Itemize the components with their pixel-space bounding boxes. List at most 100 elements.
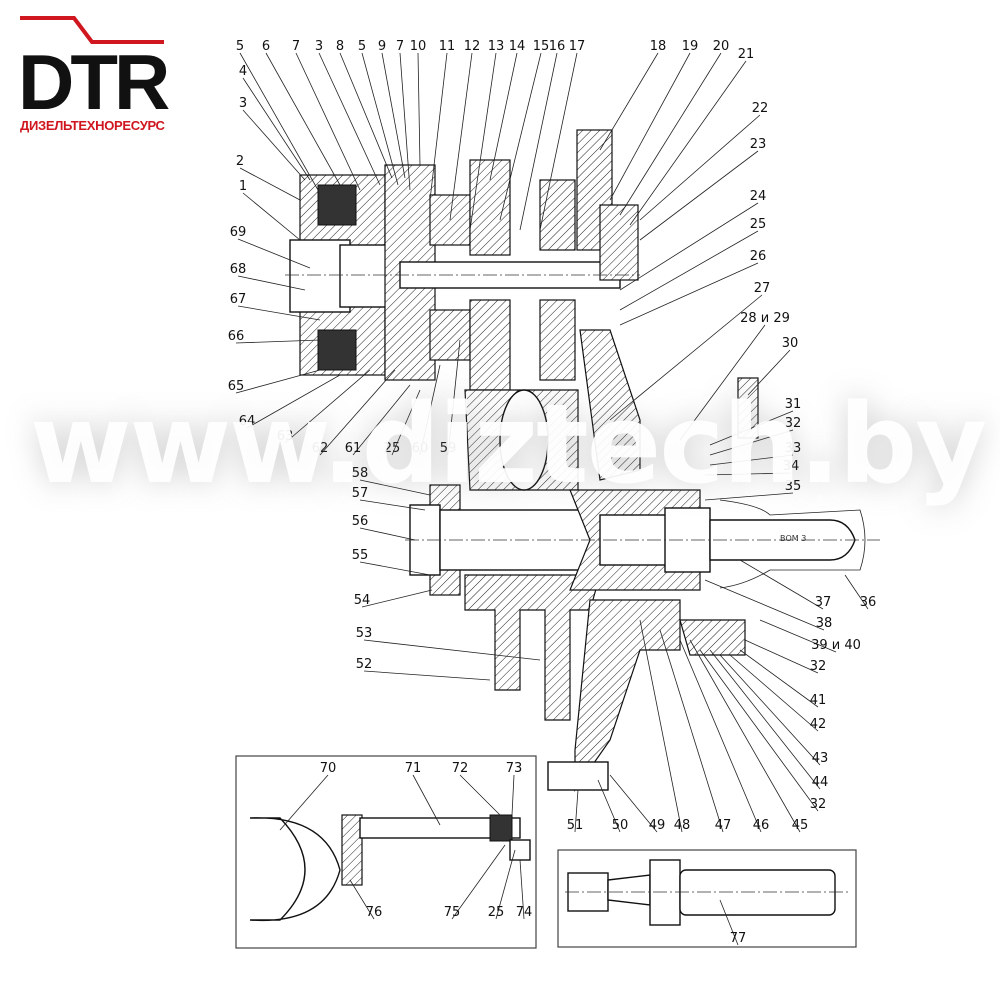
callout-label: 19: [682, 39, 699, 54]
leader-line: [619, 52, 722, 216]
leader-line: [699, 649, 819, 812]
leader-line: [609, 774, 658, 833]
callout-label: 61: [345, 441, 362, 456]
leader-line: [363, 639, 541, 661]
leader-line: [639, 114, 761, 221]
leader-line: [639, 150, 759, 241]
leader-line: [519, 859, 525, 920]
callout-label: 31: [785, 397, 802, 412]
leader-line: [265, 52, 341, 186]
leader-line: [237, 275, 306, 291]
callout-label: 4: [239, 64, 247, 79]
callout-label: 44: [812, 775, 829, 790]
leader-line: [574, 789, 579, 833]
callout-label: 7: [396, 39, 404, 54]
leader-line: [619, 262, 759, 326]
leader-line: [295, 52, 361, 191]
leader-line: [639, 619, 683, 833]
callout-label: 76: [366, 905, 383, 920]
leader-line: [729, 654, 819, 732]
callout-label: 35: [785, 479, 802, 494]
leader-line: [449, 52, 473, 221]
leader-line: [246, 374, 341, 429]
callout-label: 22: [752, 101, 769, 116]
callout-label: 64: [239, 414, 256, 429]
logo-brand: DTR: [18, 38, 170, 126]
callout-label: 12: [464, 39, 481, 54]
leader-line: [709, 454, 794, 466]
leader-line: [844, 574, 869, 610]
callout-label: 36: [860, 595, 877, 610]
callout-label: 55: [352, 548, 369, 563]
leader-line: [319, 369, 396, 456]
callout-label: 74: [516, 905, 533, 920]
callout-label: 23: [750, 137, 767, 152]
leader-line: [359, 479, 431, 496]
callout-label: 66: [228, 329, 245, 344]
callout-label: 62: [312, 441, 329, 456]
leader-line: [759, 619, 837, 653]
leader-line: [429, 52, 448, 201]
leader-line: [339, 52, 393, 179]
leader-line: [361, 52, 399, 186]
callout-label: 56: [352, 514, 369, 529]
callout-label: 32: [810, 797, 827, 812]
leader-line: [242, 109, 306, 181]
callout-label: 53: [356, 626, 373, 641]
callout-label: 68: [230, 262, 247, 277]
leader-line: [719, 654, 821, 766]
callout-label: 65: [228, 379, 245, 394]
callout-label: 63: [277, 429, 294, 444]
leader-line: [279, 774, 329, 831]
callout-label: 10: [410, 39, 427, 54]
leader-line: [597, 779, 621, 833]
callout-label: 17: [569, 39, 586, 54]
leader-line: [235, 369, 321, 394]
callout-label: 5: [236, 39, 244, 54]
callout-label: 38: [816, 616, 833, 631]
leader-line: [609, 52, 691, 201]
inset-shaft-detail: [557, 849, 857, 948]
leader-line: [284, 369, 371, 444]
callout-label: 37: [815, 595, 832, 610]
leader-line: [599, 52, 659, 151]
leader-line: [239, 167, 301, 201]
callout-label: 50: [612, 818, 629, 833]
leader-line: [679, 639, 762, 833]
callout-label: 47: [715, 818, 732, 833]
leader-line: [459, 774, 501, 816]
leader-line: [359, 499, 426, 511]
leader-line: [242, 192, 301, 241]
leader-line: [709, 429, 794, 456]
leader-line: [361, 589, 433, 608]
callout-label: 75: [444, 905, 461, 920]
leader-line: [499, 52, 542, 221]
leader-line: [363, 670, 491, 681]
output-shaft: ВОМ 3: [405, 484, 880, 656]
leader-line: [417, 52, 421, 166]
callout-label: 15: [533, 39, 550, 54]
logo-roof-line: [20, 16, 164, 44]
shaft-marking: ВОМ 3: [780, 534, 806, 543]
leader-line: [747, 349, 791, 396]
leader-line: [318, 52, 381, 186]
dtr-logo: DTR ДИЗЕЛЬТЕХНОРЕСУРС: [14, 12, 184, 142]
callout-label: 14: [509, 39, 526, 54]
callout-label: 13: [488, 39, 505, 54]
callout-label: 67: [230, 292, 247, 307]
callout-label: 25: [488, 905, 505, 920]
housing-and-gears: [464, 329, 759, 792]
leader-line: [489, 52, 518, 181]
leader-line: [511, 774, 515, 816]
leader-line: [739, 649, 819, 708]
leader-line: [519, 52, 558, 231]
logo-subtitle: ДИЗЕЛЬТЕХНОРЕСУРС: [20, 118, 165, 133]
callout-label: 9: [378, 39, 386, 54]
leader-line: [359, 561, 431, 576]
leader-line: [352, 384, 411, 456]
leader-line: [709, 410, 794, 446]
leader-line: [704, 472, 792, 476]
callout-label: 25: [750, 217, 767, 232]
